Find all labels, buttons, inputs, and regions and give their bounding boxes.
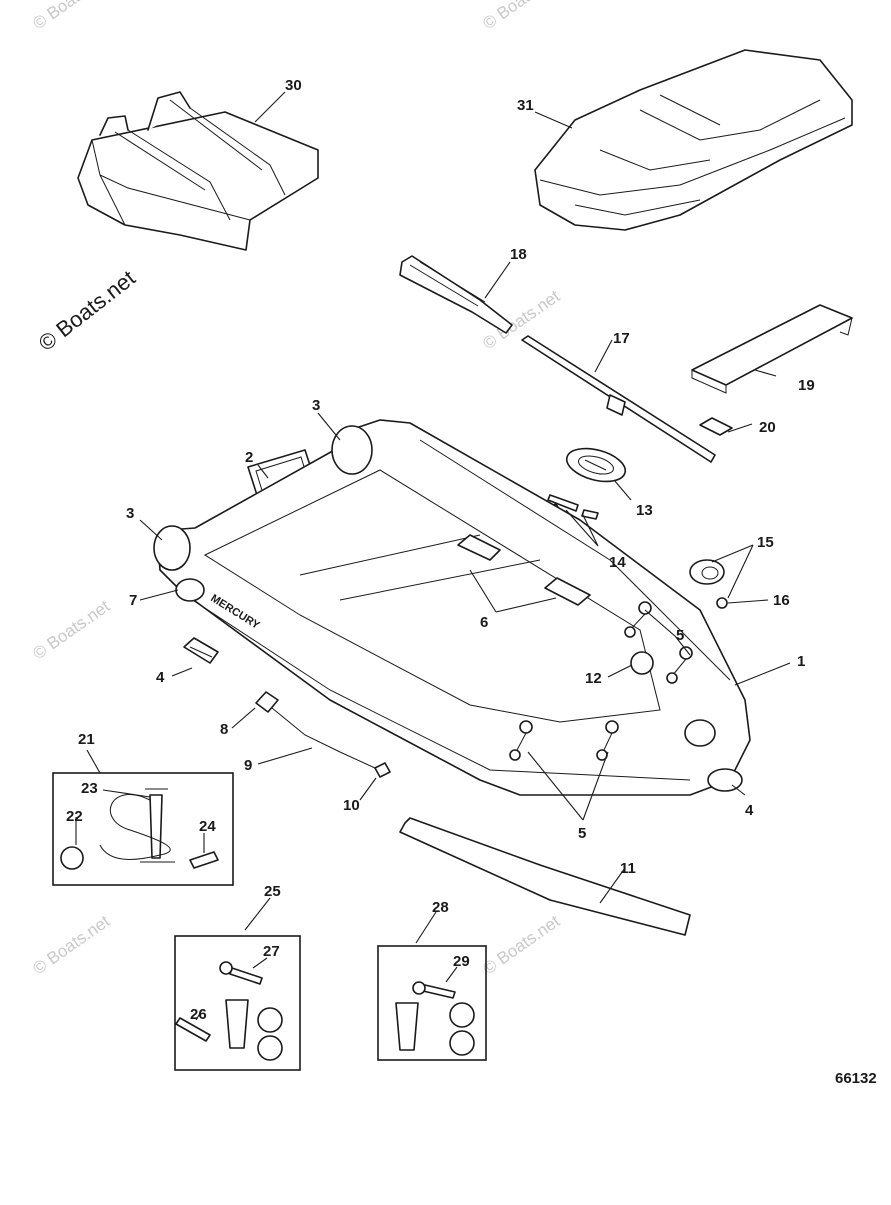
callout-12: 12 (585, 670, 602, 687)
callout-24: 24 (199, 818, 216, 835)
callout-20: 20 (759, 419, 776, 436)
callout-2: 2 (245, 449, 253, 466)
callout-16: 16 (773, 592, 790, 609)
watermark: © Boats.net (29, 0, 113, 33)
leader-lines (75, 91, 791, 1021)
callout-30: 30 (285, 77, 302, 94)
callout-5: 5 (676, 627, 684, 644)
callout-26: 26 (190, 1006, 207, 1023)
callout-25: 25 (264, 883, 281, 900)
callout-23: 23 (81, 780, 98, 797)
part-carry-bag (77, 91, 319, 251)
callout-3b: 3 (126, 505, 134, 522)
part-painter-line (255, 691, 391, 778)
credit-text: © Boats.net (34, 265, 140, 356)
pump-kit-box (52, 772, 234, 886)
part-boat-cover (534, 49, 853, 231)
part-keel-strip (399, 817, 691, 936)
part-oar-shaft (521, 335, 716, 463)
callout-31: 31 (517, 97, 534, 114)
part-seat (691, 304, 853, 394)
callout-19: 19 (798, 377, 815, 394)
part-inflation-valve (689, 559, 728, 609)
callout-29: 29 (453, 953, 470, 970)
callouts: 1 2 3 3 4 4 5 5 6 7 8 9 10 11 12 13 14 1… (66, 77, 815, 1023)
callout-3: 3 (312, 397, 320, 414)
repair-kit-box-2 (377, 945, 487, 1061)
callout-10: 10 (343, 797, 360, 814)
callout-21: 21 (78, 731, 95, 748)
callout-18: 18 (510, 246, 527, 263)
callout-6: 6 (480, 614, 488, 631)
figure-number: 66132 (835, 1070, 877, 1087)
callout-22: 22 (66, 808, 83, 825)
callout-9: 9 (244, 757, 252, 774)
callout-1: 1 (797, 653, 805, 670)
part-oarlock (565, 447, 627, 483)
part-seat-bracket (699, 417, 733, 436)
repair-kit-box (174, 935, 301, 1071)
part-paddle-blade (399, 255, 513, 334)
rope-loops (509, 601, 693, 761)
callout-27: 27 (263, 943, 280, 960)
callout-4b: 4 (745, 802, 754, 819)
callout-8: 8 (220, 721, 228, 738)
part-grab-handle (183, 637, 219, 664)
callout-4: 4 (156, 669, 165, 686)
part-drain-fitting (707, 768, 743, 792)
part-boat-hull: MERCURY (153, 419, 751, 796)
callout-14: 14 (609, 554, 626, 571)
watermark: © Boats.net (479, 0, 563, 33)
callout-5b: 5 (578, 825, 586, 842)
callout-17: 17 (613, 330, 630, 347)
watermark: © Boats.net (29, 596, 113, 663)
watermark: © Boats.net (479, 911, 563, 978)
callout-7: 7 (129, 592, 137, 609)
callout-28: 28 (432, 899, 449, 916)
callout-13: 13 (636, 502, 653, 519)
watermark: © Boats.net (29, 911, 113, 978)
callout-15: 15 (757, 534, 774, 551)
callout-11: 11 (620, 860, 636, 877)
